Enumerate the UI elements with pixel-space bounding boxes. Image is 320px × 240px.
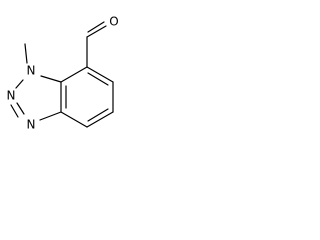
atom-label-n3: N [27,118,36,132]
bond-n3-c3a [39,111,62,121]
bond-n2-n3 [16,102,25,115]
bond-n1-c7a [40,75,62,83]
bond-n1-n2 [15,79,24,89]
bond-c4-c3a [60,111,88,128]
bond-c5-c4-double [87,108,109,122]
bond-methyl-n1 [24,43,28,64]
bonds [10,21,114,128]
atom-label-n2: N [7,89,16,103]
atom-label-oxygen: O [109,15,118,29]
bond-c5-c4 [86,111,114,128]
bond-c7a-c7 [60,66,88,83]
bond-c7-c6-double [87,72,109,86]
bond-cho-o [86,25,107,38]
bond-c7-c6 [86,66,114,83]
atom-label-n1: N [27,64,36,78]
bond-cho-o-double [87,21,105,33]
atom-labels: N N N O [7,15,119,132]
structure-diagram: N N N O [7,15,119,132]
bond-n2-n3-double [10,104,19,118]
